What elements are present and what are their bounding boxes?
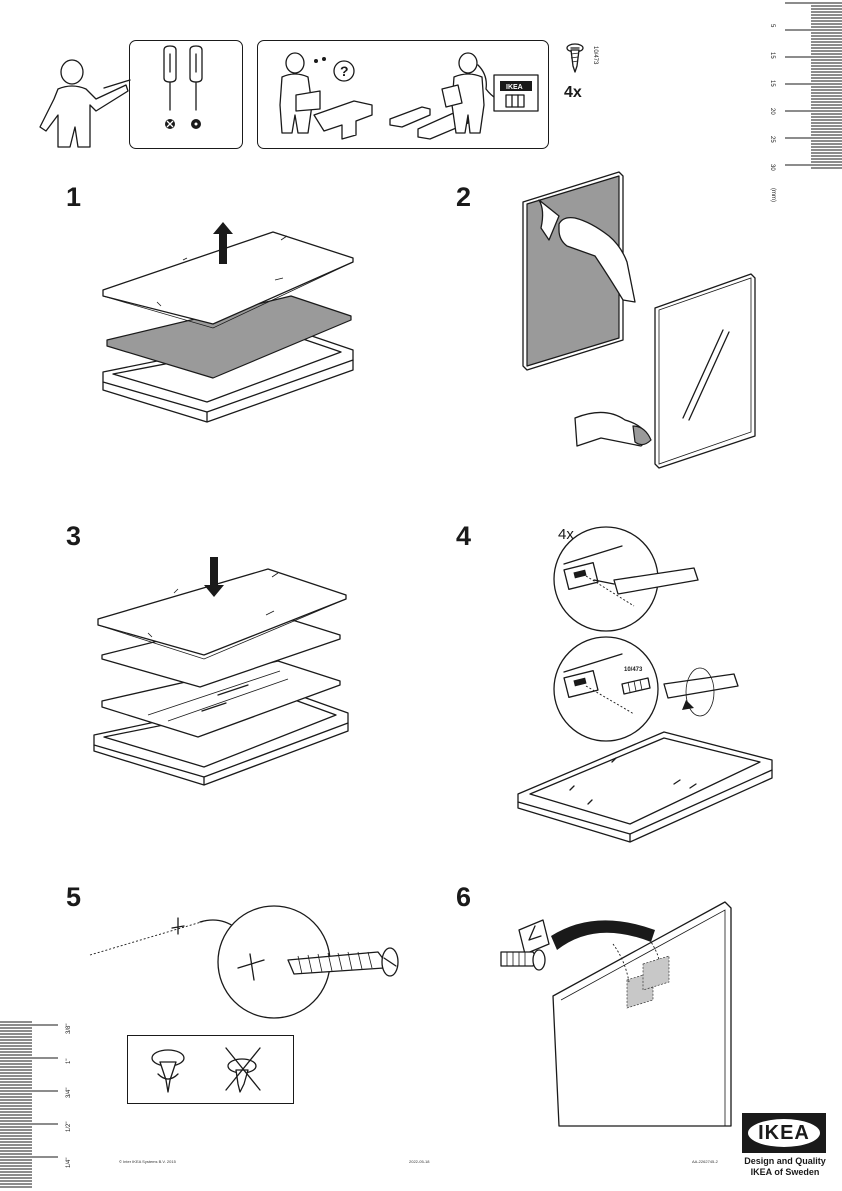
glass-panel [101,660,341,738]
tagline: Design and Quality IKEA of Sweden [735,1156,835,1178]
doc-date: 2022-05-18 [409,1159,430,1164]
ruler-tick-label: 1/4" [66,1157,72,1168]
callout-pointer [103,79,131,89]
help-illustration: ? IKEA [279,52,539,140]
curved-arrow-icon [551,920,655,950]
doc-id: AA-2262745-2 [692,1159,718,1164]
correct-screw-icon [151,1049,185,1093]
tagline-line-2: IKEA of Sweden [750,1167,820,1177]
hand-icon [558,216,636,303]
detail-circle [553,636,659,742]
step-number: 6 [456,882,472,912]
ikea-figure-icon [39,59,129,148]
copyright-text: © Inter IKEA Systems B.V. 2015 [119,1159,176,1164]
step-6-illustration [500,901,732,1127]
help-box [257,40,549,149]
step-number: 2 [456,182,472,212]
screw-icon [566,43,584,73]
screwdriver-icons [163,45,203,129]
ruler-right-bars [785,2,842,169]
screwdriver-icon [663,673,739,699]
ikea-logo: IKEA [742,1113,826,1153]
ikea-logo-text: IKEA [758,1122,810,1144]
step-number: 1 [66,182,82,212]
tagline-line-1: Design and Quality [744,1156,826,1166]
backboard [106,295,352,379]
step-number: 5 [66,882,82,912]
step-number: 4 [456,521,472,551]
phillips-screwdriver-icon [189,45,203,129]
screw-fit-comparison [151,1047,261,1093]
hardware-label: 10/473 [592,46,598,65]
step-3-illustration [93,557,349,786]
step-1-illustration [102,222,354,423]
step-2-illustration [522,171,756,469]
rotate-arrow-icon [682,700,694,710]
tools-box [129,40,243,149]
ruler-tick-label: 1/2" [66,1121,72,1132]
step-4-illustration [517,526,773,843]
flathead-screwdriver-icon [163,45,177,129]
ruler-tick-label: 1" [66,1058,72,1064]
ruler-tick-label: 25 [769,136,775,143]
step-4-screw-label: 10/473 [624,667,643,673]
step-4-qty: 4x [558,526,574,543]
frame-panel [552,901,732,1127]
ruler-tick-label: 5 [769,24,775,28]
incorrect-screw-icon [225,1047,261,1093]
hardware-qty: 4x [564,84,582,101]
svg-text:?: ? [340,63,349,79]
ruler-left-bars [0,1021,58,1188]
ruler-tick-label: 3/8" [66,1023,72,1034]
svg-text:IKEA: IKEA [506,84,523,91]
pencil-icon [613,567,699,595]
screw-fit-box [127,1035,294,1104]
step-5-illustration [89,905,399,1019]
screw-icon [621,677,651,695]
down-arrow-icon [204,557,224,597]
ruler-tick-label: 3/4" [66,1087,72,1098]
ruler-tick-label: 20 [769,108,775,115]
up-arrow-icon [213,222,233,264]
step-number: 3 [66,521,82,551]
ruler-tick-label: 15 [769,52,775,59]
ruler-tick-label: 15 [769,80,775,87]
